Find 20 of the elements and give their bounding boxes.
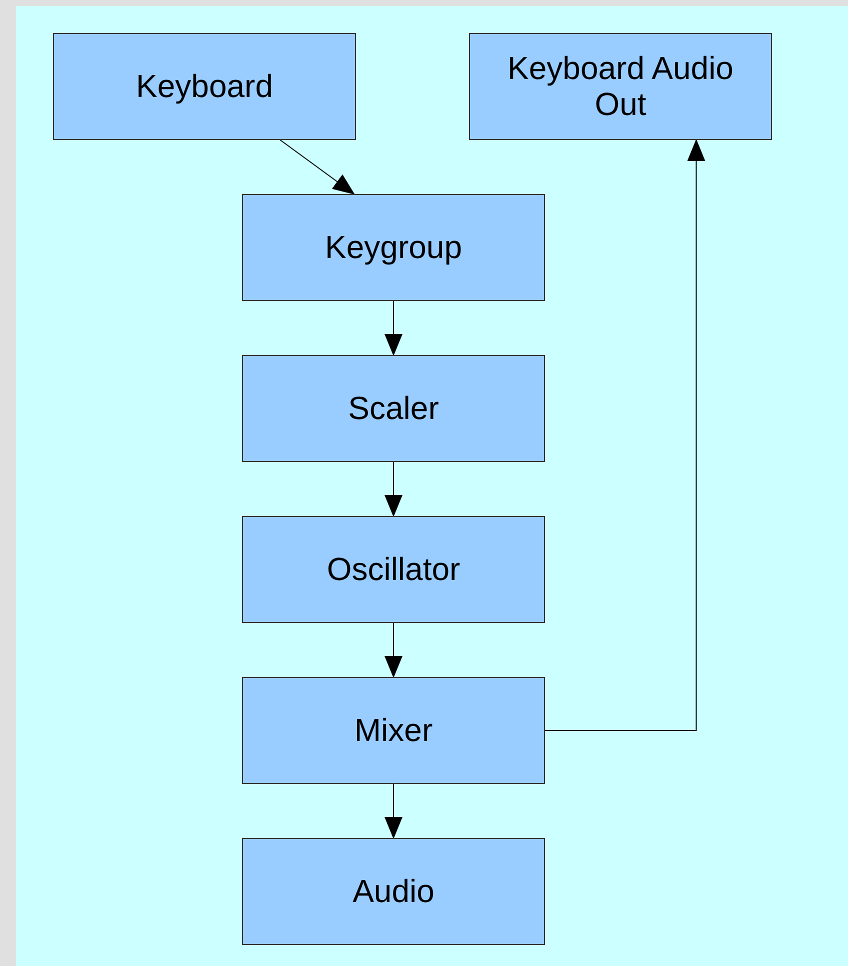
- arrow: [544, 139, 706, 731]
- arrow: [384, 622, 402, 678]
- process-box: [242, 355, 545, 462]
- box-label: Keyboard Audio Out: [506, 51, 734, 122]
- arrow: [280, 140, 355, 195]
- process-box: [242, 677, 545, 784]
- process-box: [53, 33, 356, 140]
- process-box: [242, 194, 545, 301]
- box-label: Keygroup: [324, 230, 463, 266]
- box-label: Keyboard: [135, 68, 274, 104]
- arrow: [384, 462, 402, 517]
- box-label: Mixer: [353, 712, 434, 748]
- box-label: Scaler: [347, 390, 440, 426]
- process-box: [242, 838, 545, 945]
- box-label: Audio: [352, 874, 436, 910]
- process-box: [242, 516, 545, 623]
- process-box: [469, 33, 772, 140]
- arrow: [384, 300, 402, 356]
- arrow: [384, 784, 402, 839]
- box-label: Oscillator: [326, 552, 462, 588]
